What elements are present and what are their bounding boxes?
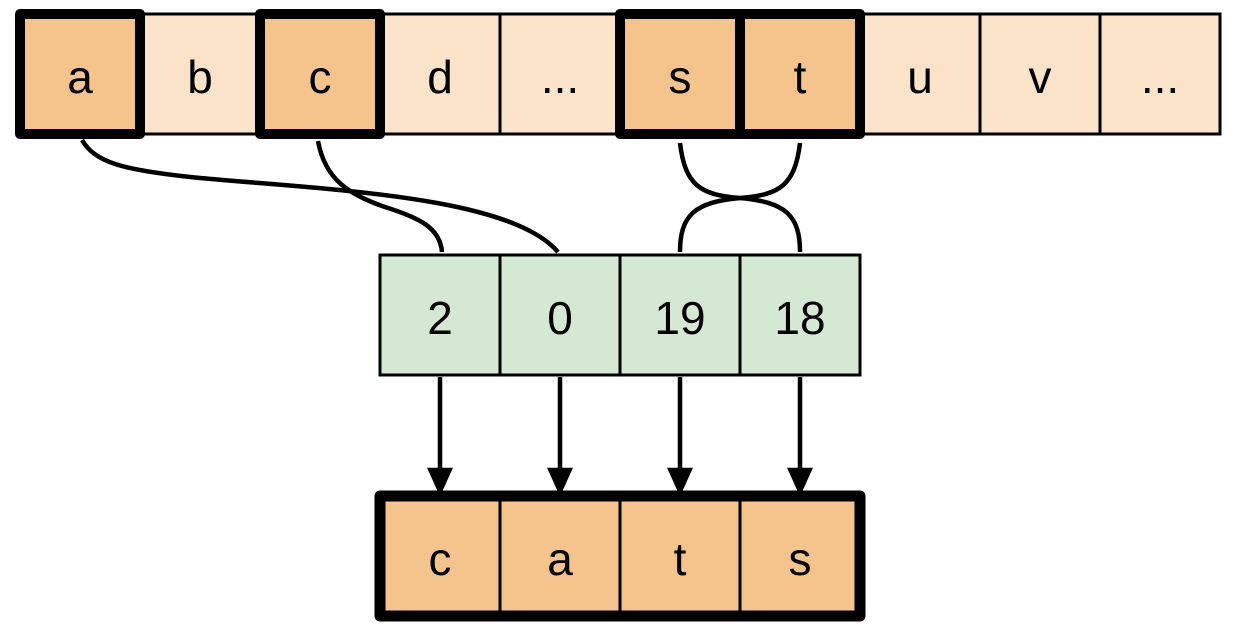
index-cell-18 [738,253,862,377]
curve-a-to-0 [80,138,560,254]
alphabet-cell-label: c [309,51,332,103]
alphabet-cell-label: t [794,51,807,103]
arrowhead-icon [667,467,693,497]
index-cell-label: 0 [547,292,573,344]
alphabet-row [15,9,1222,139]
alphabet-cell-v [978,12,1102,136]
output-cell-label: c [429,533,452,585]
output-cell-label: t [674,533,687,585]
output-cell-label: a [547,533,573,585]
index-cell-19 [618,253,742,377]
output-cell-a [498,494,622,618]
curve-c-to-2 [315,140,445,253]
mapping-curves [80,138,803,254]
output-row [374,490,866,622]
curve-t-to-19 [677,142,803,253]
arrowhead-icon [787,467,813,497]
alphabet-cell-ellipsis-2 [1098,12,1222,136]
arrowhead-icon [427,467,453,497]
arrowhead-icon [547,467,573,497]
index-cell-label: 19 [654,292,705,344]
alphabet-cell-ellipsis-1 [498,12,622,136]
alphabet-cell-a-highlighted [15,9,145,139]
index-cell-0 [498,253,622,377]
labels: a b c d ... s t u v ... 2 0 19 18 c a t … [67,51,1179,585]
alphabet-cell-label: d [427,51,453,103]
alphabet-cell-label: a [67,51,93,103]
output-cell-label: s [789,533,812,585]
alphabet-cell-s-highlighted [615,9,745,139]
index-cell-label: 2 [427,292,453,344]
index-row [378,253,862,377]
alphabet-cell-label: v [1029,51,1052,103]
alphabet-cell-label: s [669,51,692,103]
alphabet-cell-label: ... [541,51,579,103]
alphabet-cell-c-highlighted [255,9,385,139]
alphabet-cell-label: u [907,51,933,103]
index-to-output-arrows [427,377,813,497]
output-row-border [374,490,866,622]
index-cell-label: 18 [774,292,825,344]
alphabet-cell-d [378,12,502,136]
output-cell-t [618,494,742,618]
index-cell-2 [378,253,502,377]
alphabet-cell-label: b [187,51,213,103]
alphabet-cell-t-highlighted [735,9,865,139]
alphabet-cell-label: ... [1141,51,1179,103]
